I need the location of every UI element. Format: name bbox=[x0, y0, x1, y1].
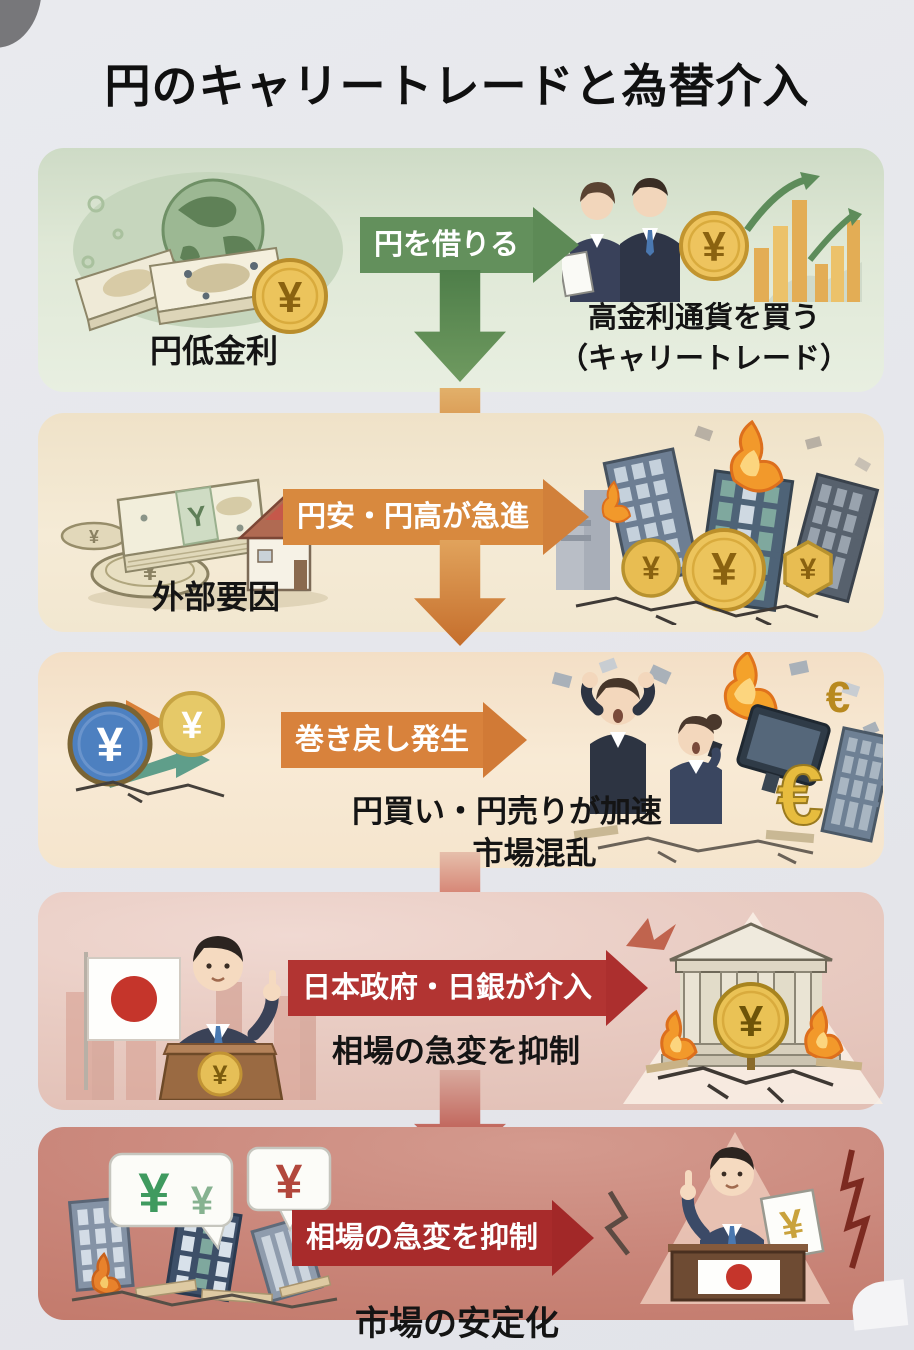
rising-bar-chart-left bbox=[744, 172, 820, 302]
scene-buy-high-yield-currency: ¥ bbox=[562, 172, 862, 302]
caption-line: （キャリートレード） bbox=[558, 343, 849, 375]
arrow-right-head-icon bbox=[606, 950, 649, 1026]
official-at-podium bbox=[178, 936, 281, 1050]
scene-yen-low-interest: ¥ bbox=[73, 172, 343, 334]
arrow-yen-swings-label: 円安・円高が急進 bbox=[283, 489, 544, 545]
arrow-right-head-icon bbox=[543, 479, 590, 555]
svg-text:¥: ¥ bbox=[278, 273, 303, 322]
yen-coin-sign-icon: ¥ bbox=[713, 982, 789, 1070]
fire-icon-right bbox=[804, 1005, 844, 1060]
caption-external-factors: 外部要因 bbox=[152, 579, 281, 615]
japan-flag-icon bbox=[84, 952, 181, 1090]
arrow-boj-intervention-label: 日本政府・日銀が介入 bbox=[288, 960, 607, 1016]
caption-line: 高金利通貨を買う bbox=[587, 302, 820, 334]
yen-bill-bundle: Y bbox=[116, 478, 268, 574]
coin-back-icon: ¥ bbox=[60, 521, 128, 551]
official-with-document: ¥ bbox=[680, 1147, 825, 1262]
scene-official-announcement: ¥ bbox=[66, 936, 316, 1100]
svg-text:¥: ¥ bbox=[191, 1179, 214, 1223]
arrow-borrow-yen: 円を借りる bbox=[360, 207, 580, 283]
scene-unwinding-coins: ¥ ¥ bbox=[67, 691, 225, 803]
euro-symbol-large: € bbox=[777, 748, 824, 842]
fire-icon-small bbox=[601, 480, 632, 523]
speech-bubble-red-yen: ¥ bbox=[246, 1146, 332, 1233]
svg-text:¥: ¥ bbox=[276, 1156, 303, 1209]
svg-text:¥: ¥ bbox=[212, 1060, 227, 1090]
panicking-man bbox=[580, 672, 656, 814]
arrow-suppress-volatility: 相場の急変を抑制 bbox=[292, 1200, 595, 1276]
page-title: 円のキャリートレードと為替介入 bbox=[104, 60, 810, 112]
ground-cracks bbox=[573, 824, 815, 865]
caption-suppress-volatility: 相場の急変を抑制 bbox=[332, 1034, 580, 1069]
arrow-unwinding-label: 巻き戻し発生 bbox=[281, 712, 484, 768]
ground-cracks bbox=[575, 596, 819, 625]
trader-woman bbox=[562, 182, 624, 302]
caption-market-stabilization: 市場の安定化 bbox=[355, 1305, 559, 1343]
red-sparks bbox=[626, 918, 676, 950]
caption-yen-buying-selling: 円買い・円売りが加速 bbox=[352, 794, 662, 829]
svg-text:¥: ¥ bbox=[702, 223, 726, 270]
caption-buy-high-yield: 高金利通貨を買う （キャリートレード） bbox=[548, 298, 860, 380]
scene-stabilized-official: ¥ bbox=[604, 1132, 871, 1304]
scene-central-bank: ¥ bbox=[623, 912, 883, 1104]
svg-text:¥: ¥ bbox=[97, 719, 124, 772]
podium-with-yen: ¥ bbox=[158, 1043, 284, 1100]
scene-calming-markets: ¥ ¥ ¥ bbox=[67, 1146, 338, 1309]
scene-market-crash: ¥ ¥ ¥ bbox=[556, 420, 880, 625]
debris-papers bbox=[694, 425, 872, 472]
svg-text:¥: ¥ bbox=[711, 543, 737, 595]
trader-man bbox=[620, 178, 680, 302]
svg-text:¥: ¥ bbox=[642, 550, 660, 586]
arrow-borrow-yen-label: 円を借りる bbox=[360, 217, 534, 273]
rising-bar-chart-right bbox=[807, 208, 862, 302]
yen-coin-icon: ¥ bbox=[252, 258, 328, 334]
svg-text:Y: Y bbox=[186, 500, 209, 533]
burning-monitor-icon bbox=[736, 704, 831, 794]
arrow-suppress-volatility-label: 相場の急変を抑制 bbox=[292, 1210, 553, 1266]
yen-coin-center-icon: ¥ bbox=[682, 528, 766, 612]
svg-text:¥: ¥ bbox=[138, 1161, 169, 1224]
arrow-boj-intervention: 日本政府・日銀が介入 bbox=[288, 950, 649, 1026]
ground-cracks bbox=[75, 780, 225, 803]
arrow-yen-swings: 円安・円高が急進 bbox=[283, 479, 590, 555]
panicking-woman-on-phone bbox=[670, 714, 723, 824]
yen-coin-blue-icon: ¥ bbox=[67, 701, 153, 787]
yen-coin-right-icon: ¥ bbox=[783, 539, 833, 599]
arrow-right-head-icon bbox=[483, 702, 528, 778]
tilted-building-right bbox=[820, 726, 883, 843]
ground-cracks bbox=[645, 1057, 863, 1104]
caption-yen-low-interest: 円低金利 bbox=[150, 333, 279, 369]
svg-text:¥: ¥ bbox=[800, 553, 817, 586]
yen-coin-icon: ¥ bbox=[679, 211, 749, 281]
scene-market-turmoil: € € bbox=[551, 652, 883, 865]
yen-coin-gold-icon: ¥ bbox=[159, 691, 225, 757]
speech-bubble-green-yen: ¥ ¥ bbox=[108, 1152, 234, 1251]
page-corner-curl bbox=[0, 0, 43, 54]
debris-planks bbox=[71, 1275, 338, 1309]
yen-coin-left-icon: ¥ bbox=[621, 538, 681, 598]
desk-with-japan-flag bbox=[668, 1244, 808, 1302]
arrow-unwinding: 巻き戻し発生 bbox=[281, 702, 528, 778]
svg-text:¥: ¥ bbox=[739, 997, 764, 1046]
euro-symbol-small: € bbox=[826, 673, 850, 722]
svg-text:¥: ¥ bbox=[181, 705, 202, 747]
caption-market-confusion: 市場混乱 bbox=[472, 836, 597, 871]
dark-crack bbox=[604, 1190, 630, 1256]
arrow-right-head-icon bbox=[533, 207, 580, 283]
svg-text:¥: ¥ bbox=[89, 527, 99, 547]
arrow-right-head-icon bbox=[552, 1200, 595, 1276]
red-crack bbox=[839, 1149, 871, 1269]
fire-icon-large bbox=[729, 420, 784, 493]
